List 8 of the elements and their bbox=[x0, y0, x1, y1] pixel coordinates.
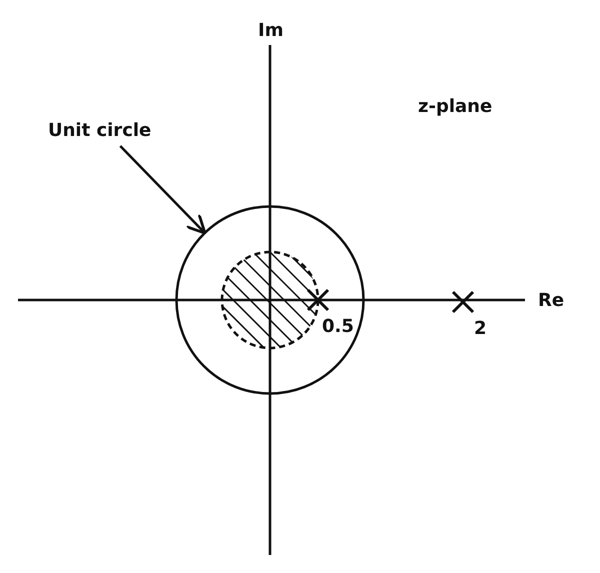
circle-label: Unit circle bbox=[48, 122, 152, 140]
axis-label: Re bbox=[538, 292, 564, 310]
tick-value: 0.5 bbox=[322, 318, 354, 336]
unit-circle bbox=[175, 205, 365, 395]
plane-label: z-plane bbox=[418, 98, 492, 116]
leader-arrow bbox=[119, 145, 206, 235]
axis-label: Im bbox=[258, 22, 284, 40]
tick-value: 2 bbox=[474, 320, 487, 338]
